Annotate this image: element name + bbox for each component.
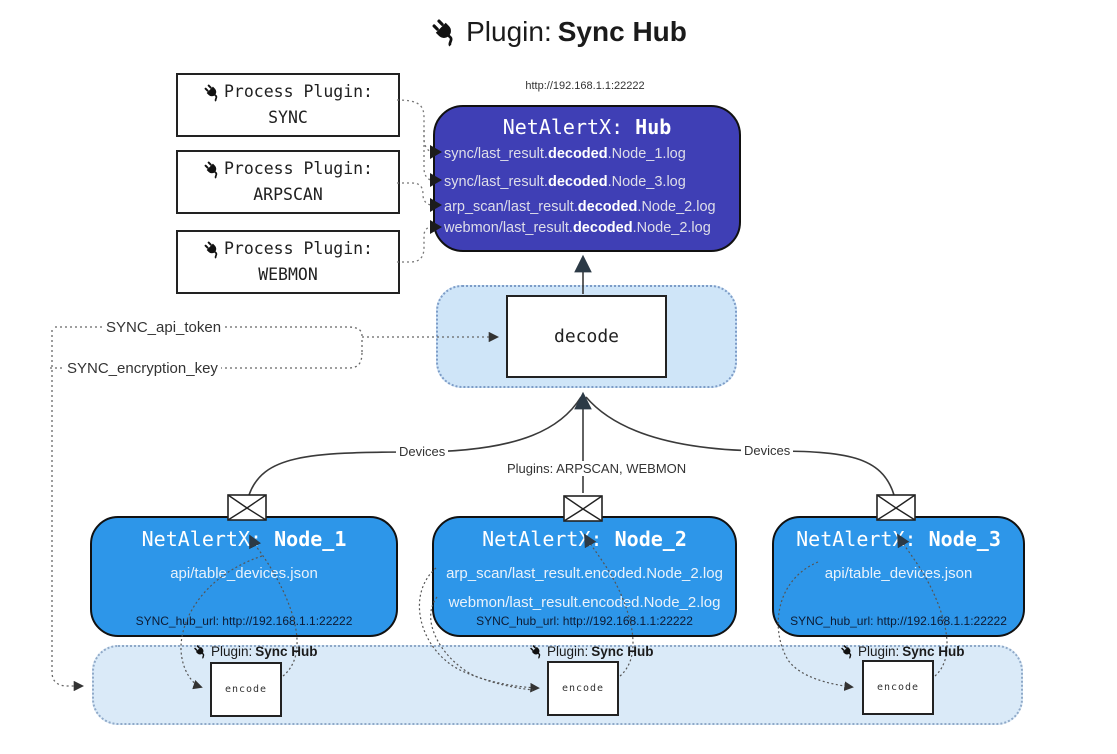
hub-box: NetAlertX: Hub sync/last_result.decoded.… [433, 105, 741, 252]
encoder-label: Plugin: Sync Hub [193, 644, 318, 659]
hub-log: webmon/last_result.decoded.Node_2.log [444, 220, 711, 236]
process-plugin-label: Process Plugin: [223, 239, 373, 259]
node-files: api/table_devices.json [92, 559, 396, 588]
process-plugin-box-sync: Process Plugin: SYNC [176, 73, 400, 137]
process-plugin-name: SYNC [268, 108, 308, 127]
node-files: arp_scan/last_result.encoded.Node_2.log … [434, 559, 735, 617]
edge-label-devices-left: Devices [396, 444, 449, 459]
process-plugin-label: Process Plugin: [223, 159, 373, 179]
node-title: NetAlertX: Node_2 [482, 527, 687, 551]
node-file: api/table_devices.json [170, 565, 318, 582]
encoder-label-prefix: Plugin: [547, 644, 589, 659]
node-box-node-1: NetAlertX: Node_1 api/table_devices.json… [90, 516, 398, 637]
edge-label-devices-right: Devices [741, 443, 794, 458]
plug-icon [430, 17, 460, 47]
node-box-node-3: NetAlertX: Node_3 api/table_devices.json… [772, 516, 1025, 637]
plug-icon [529, 644, 544, 659]
plugin-hub-connectors [396, 99, 433, 263]
encoder-label-name: Sync Hub [591, 644, 654, 659]
encoder-label-prefix: Plugin: [858, 644, 900, 659]
decode-box: decode [506, 295, 667, 378]
process-plugin-box-arpscan: Process Plugin: ARPSCAN [176, 150, 400, 214]
node-title: NetAlertX: Node_3 [796, 527, 1001, 551]
plug-icon [203, 160, 222, 179]
envelope-icon [563, 495, 603, 522]
encode-box: encode [547, 661, 619, 716]
secret-label-encryption-key: SYNC_encryption_key [64, 360, 221, 377]
plug-icon [193, 644, 208, 659]
process-plugin-name: WEBMON [258, 265, 318, 284]
encoder-label-name: Sync Hub [255, 644, 318, 659]
encode-box: encode [862, 660, 934, 715]
envelope-icon [227, 494, 267, 521]
encode-box: encode [210, 662, 282, 717]
page-title: Plugin: Sync Hub [0, 16, 1117, 48]
envelope-icon [876, 494, 916, 521]
node-hub-url: SYNC_hub_url: http://192.168.1.1:22222 [135, 614, 353, 628]
hub-title: NetAlertX: Hub [502, 115, 672, 139]
encoder-label-name: Sync Hub [902, 644, 965, 659]
plug-icon [203, 240, 222, 259]
hub-log: sync/last_result.decoded.Node_3.log [444, 174, 686, 190]
node-files: api/table_devices.json [774, 559, 1023, 588]
encoder-label-prefix: Plugin: [211, 644, 253, 659]
plug-icon [203, 83, 222, 102]
title-prefix: Plugin: [466, 16, 552, 47]
edge-label-plugins: Plugins: ARPSCAN, WEBMON [504, 461, 690, 476]
node-file: api/table_devices.json [824, 565, 973, 582]
hub-log: sync/last_result.decoded.Node_1.log [444, 146, 686, 162]
encoder-label: Plugin: Sync Hub [840, 644, 965, 659]
node-hub-url: SYNC_hub_url: http://192.168.1.1:22222 [476, 614, 693, 628]
encoder-label: Plugin: Sync Hub [529, 644, 654, 659]
node-box-node-2: NetAlertX: Node_2 arp_scan/last_result.e… [432, 516, 737, 637]
secret-label-api-token: SYNC_api_token [103, 319, 225, 336]
process-plugin-box-webmon: Process Plugin: WEBMON [176, 230, 400, 294]
hub-log: arp_scan/last_result.decoded.Node_2.log [444, 199, 716, 215]
node-file: arp_scan/last_result.encoded.Node_2.log [446, 565, 723, 582]
node-title: NetAlertX: Node_1 [141, 527, 347, 551]
title-name: Sync Hub [557, 16, 687, 47]
hub-url-label: http://192.168.1.1:22222 [525, 80, 645, 92]
plug-icon [840, 644, 855, 659]
process-plugin-label: Process Plugin: [223, 82, 373, 102]
node-file: webmon/last_result.encoded.Node_2.log [448, 594, 721, 611]
node-hub-url: SYNC_hub_url: http://192.168.1.1:22222 [790, 614, 1007, 628]
process-plugin-name: ARPSCAN [253, 185, 323, 204]
